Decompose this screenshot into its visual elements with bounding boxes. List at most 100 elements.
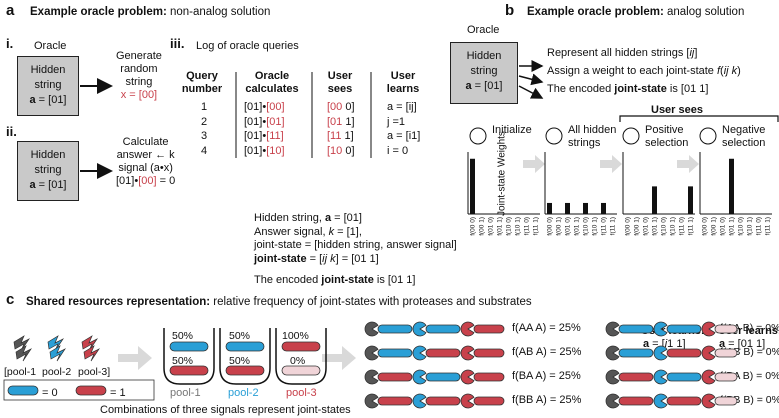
- tick-label: f(11 1): [688, 217, 695, 235]
- protease-icon: [412, 369, 427, 385]
- bar: [688, 186, 693, 214]
- tick-label: f(10 0): [738, 217, 745, 236]
- col-header-query: Query number: [181, 70, 223, 95]
- tick-label: f(01 1): [497, 217, 504, 236]
- tick-label: f(01 0): [565, 217, 572, 236]
- row-sees: [10 0]: [327, 144, 355, 157]
- arrow-b-2: [518, 73, 544, 86]
- tick-label: f(00 0): [470, 217, 477, 236]
- bar: [652, 186, 657, 214]
- bar: [729, 158, 734, 214]
- pool-label-2: pool-2: [42, 366, 72, 378]
- protease-bolt-icon: [83, 345, 101, 362]
- substrate-pill: [666, 396, 702, 406]
- panel-a-i-label: i.: [6, 36, 14, 51]
- substrate-pill: [473, 396, 505, 406]
- row-calc: [01]•[11]: [244, 130, 284, 142]
- substrate-pill: [377, 396, 413, 406]
- cup3-top: 100%: [282, 330, 309, 342]
- protease-bolt-icon: [15, 345, 33, 362]
- substrate-pill: [425, 324, 461, 334]
- bar: [583, 202, 588, 214]
- tick-label: f(00 1): [634, 217, 641, 236]
- row-learns: a = [ij]: [387, 101, 417, 113]
- protease-icon: [653, 369, 668, 385]
- tick-label: f(01 1): [574, 217, 581, 236]
- row-num: 3: [201, 130, 208, 142]
- step-arrow: [523, 155, 545, 173]
- panel-c-letter: c: [6, 291, 15, 308]
- substrate-pill: [377, 372, 413, 382]
- protease-icon: [460, 369, 475, 385]
- row-learns: j =1: [387, 115, 406, 128]
- substrate-pill: [618, 324, 654, 334]
- arrow-b-3: [518, 85, 544, 99]
- step-circle: [469, 127, 487, 145]
- summary-text: Hidden string, a = [01] Answer signal, k…: [254, 212, 457, 265]
- encoded-text: The encoded joint-state is [01 1]: [254, 274, 416, 286]
- big-arrow: [322, 346, 356, 370]
- tick-label: f(00 1): [556, 217, 563, 236]
- substrate-pill: [377, 324, 413, 334]
- protease-icon: [653, 345, 668, 361]
- col-header-sees: User sees: [327, 70, 353, 95]
- freq-a-1: f(AB A) = 25%: [512, 346, 582, 358]
- row-num: 2: [201, 115, 208, 128]
- substrate-pill: [473, 372, 505, 382]
- protease-icon: [412, 321, 427, 337]
- legend-box: [3, 379, 155, 401]
- freq-a-3: f(BB A) = 25%: [512, 394, 582, 406]
- substrate-pill: [714, 324, 738, 334]
- cup3-bottom: 0%: [290, 355, 306, 367]
- tick-label: f(11 1): [533, 217, 540, 235]
- protease-icon: [701, 369, 716, 385]
- step-circle: [699, 127, 717, 145]
- tick-label: f(01 0): [643, 217, 650, 236]
- tick-label: f(11 0): [524, 217, 531, 235]
- freq-a-2: f(BA A) = 25%: [512, 370, 581, 382]
- step-label-4: Negative selection: [722, 124, 766, 149]
- panel-a-letter: a: [6, 2, 15, 19]
- tick-label: f(00 0): [547, 217, 554, 236]
- tick-label: f(11 1): [610, 217, 617, 235]
- row-learns: a = [i1]: [387, 130, 421, 142]
- step-circle: [545, 127, 563, 145]
- substrate-pill: [618, 372, 654, 382]
- substrate-pill: [425, 348, 461, 358]
- substrate-pill: [225, 341, 265, 352]
- substrate-pill: [473, 348, 505, 358]
- panel-a-title: Example oracle problem: non-analog solut…: [30, 6, 271, 18]
- substrate-pill: [169, 341, 209, 352]
- tick-label: f(10 0): [661, 217, 668, 236]
- protease-icon: [605, 345, 620, 361]
- tick-label: f(11 0): [679, 217, 686, 235]
- row-sees: [01 1]: [327, 115, 355, 128]
- protease-bolt-icon: [49, 345, 67, 362]
- tick-label: f(00 0): [625, 217, 632, 236]
- bar: [565, 202, 570, 214]
- substrate-pill: [618, 348, 654, 358]
- tick-label: f(00 1): [711, 217, 718, 236]
- row-num: 1: [201, 101, 208, 113]
- panel-b-lines: Represent all hidden strings [ij] Assign…: [547, 47, 741, 95]
- legend-zero: = 0: [42, 387, 58, 399]
- protease-icon: [364, 321, 379, 337]
- row-learns: i = 0: [387, 144, 409, 157]
- step-arrow: [677, 155, 699, 173]
- substrate-pill: [473, 324, 505, 334]
- protease-bolt-icon: [13, 335, 31, 352]
- log-title: Log of oracle queries: [196, 40, 299, 52]
- substrate-pill: [666, 348, 702, 358]
- protease-bolt-icon: [47, 335, 65, 352]
- substrate-pill: [75, 385, 107, 396]
- cup1-bottom: 50%: [172, 355, 194, 367]
- cup-label-3: pool-3: [286, 387, 317, 399]
- caption: Combinations of three signals represent …: [100, 404, 351, 416]
- cup2-top: 50%: [229, 330, 251, 342]
- tick-label: f(00 1): [479, 217, 486, 236]
- protease-icon: [412, 345, 427, 361]
- step-label-2: All hidden strings: [568, 124, 617, 149]
